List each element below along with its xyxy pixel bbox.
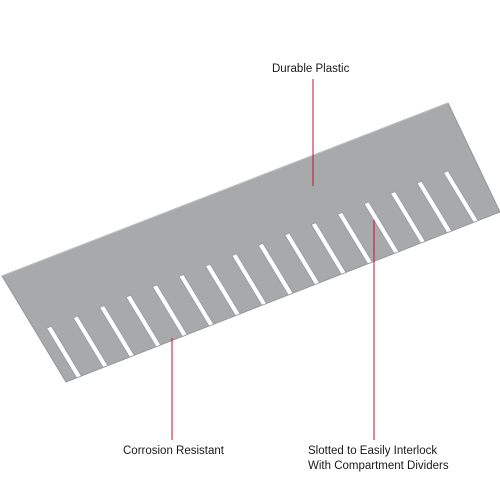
divider-slot — [284, 232, 320, 286]
divider-slot — [125, 294, 162, 348]
callout-slotted: Slotted to Easily Interlock With Compart… — [308, 444, 449, 474]
divider-slot — [231, 253, 268, 306]
divider-slot — [178, 273, 215, 327]
divider-slot — [204, 263, 241, 317]
panel-top-edge — [1, 102, 449, 277]
divider-slot — [310, 222, 347, 275]
callout-slotted-line1: Slotted to Easily Interlock — [308, 445, 438, 457]
divider-slot — [257, 242, 294, 296]
divider-slot — [337, 211, 373, 265]
divider-slot — [151, 284, 188, 337]
divider-slot — [46, 325, 82, 379]
divider-slot — [99, 305, 135, 358]
divider-slot — [390, 191, 426, 244]
callout-corrosion-resistant: Corrosion Resistant — [123, 445, 224, 457]
callout-slotted-line2: With Compartment Dividers — [308, 460, 449, 472]
divider-panel — [1, 102, 500, 383]
divider-slot — [416, 180, 453, 234]
divider-slot — [72, 315, 109, 368]
divider-slot — [442, 170, 479, 223]
callout-durable-plastic: Durable Plastic — [272, 63, 350, 75]
slot-group — [46, 170, 479, 379]
